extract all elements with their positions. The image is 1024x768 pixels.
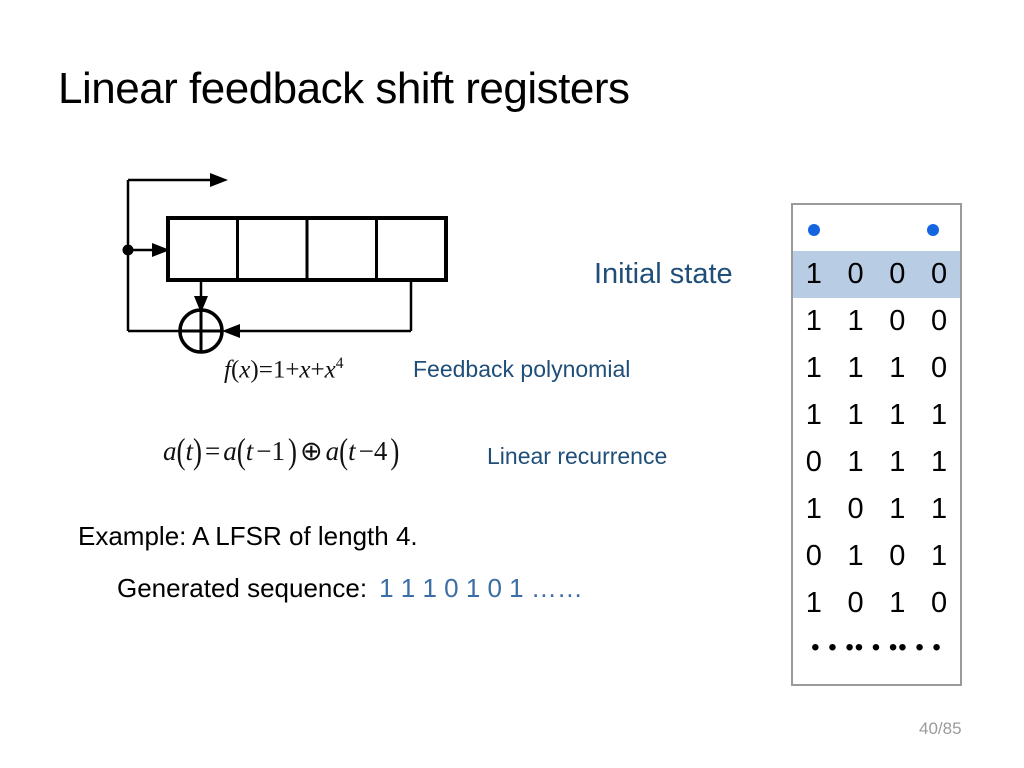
table-row: 1 1 1 0: [793, 345, 960, 392]
tap-marker-dot-col4: [927, 224, 939, 236]
poly-term-x: x: [299, 356, 311, 384]
table-continuation-dots: • • •• • •• • •: [811, 634, 942, 661]
state-cell: 1: [889, 493, 906, 525]
state-cell: 1: [805, 493, 822, 525]
feedback-polynomial-formula: f(x)=1+x+x4: [224, 355, 344, 384]
rec-t3: t: [348, 436, 356, 466]
state-cell: 0: [847, 587, 864, 619]
rec-t1: t: [185, 436, 194, 466]
state-cell: 1: [847, 540, 864, 572]
generated-sequence-line: Generated sequence: 1 1 1 0 1 0 1 ……: [117, 573, 583, 604]
table-row: 1 0 1 1: [793, 486, 960, 533]
state-cell: 0: [847, 258, 864, 290]
state-cell: 1: [805, 258, 822, 290]
table-row: 0 1 0 1: [793, 533, 960, 580]
state-cell: 0: [931, 587, 948, 619]
state-cell: 0: [889, 540, 906, 572]
rec-equals: =: [205, 436, 221, 466]
rec-a1: a: [163, 436, 177, 466]
label-initial-state: Initial state: [594, 258, 733, 290]
label-feedback-polynomial: Feedback polynomial: [413, 356, 631, 382]
state-cell: 1: [931, 446, 948, 478]
rec-xor: ⊕: [300, 436, 323, 466]
state-cell: 0: [805, 540, 822, 572]
lfsr-diagram: [122, 173, 448, 354]
state-cell: 1: [889, 399, 906, 431]
state-cell: 1: [889, 352, 906, 384]
state-cell: 1: [805, 352, 822, 384]
generated-sequence-value: 1 1 1 0 1 0 1 ……: [379, 573, 583, 603]
page-number: 40/85: [919, 719, 962, 738]
state-cell: 1: [931, 493, 948, 525]
state-cell: 1: [847, 446, 864, 478]
rec-minus1: −1: [256, 436, 285, 466]
poly-term-x4: x: [324, 356, 336, 384]
state-cell: 1: [847, 352, 864, 384]
page-title: Linear feedback shift registers: [58, 64, 630, 113]
state-cell: 0: [847, 493, 864, 525]
poly-plus: +: [310, 356, 325, 384]
state-cell: 0: [931, 305, 948, 337]
state-cell: 0: [889, 305, 906, 337]
table-row: 1 0 1 0: [793, 580, 960, 627]
poly-equals: =1+: [258, 356, 300, 384]
rec-minus4: −4: [358, 436, 388, 466]
linear-recurrence-formula: a(t)=a(t−1)⊕a(t−4): [163, 430, 400, 472]
state-cell: 1: [805, 399, 822, 431]
rec-a2: a: [223, 436, 237, 466]
example-text: Example: A LFSR of length 4.: [78, 521, 418, 551]
state-cell: 1: [931, 399, 948, 431]
state-table: 1 0 0 0 1 1 0 0 1 1 1 0 1 1 1 1: [791, 203, 962, 686]
poly-f: f: [224, 356, 231, 384]
state-cell: 0: [931, 352, 948, 384]
poly-var: x: [239, 356, 251, 384]
state-cell: 1: [805, 587, 822, 619]
generated-sequence-label: Generated sequence:: [117, 573, 368, 603]
label-linear-recurrence: Linear recurrence: [487, 443, 668, 469]
state-cell: 1: [847, 305, 864, 337]
state-cell: 1: [847, 399, 864, 431]
state-cell: 1: [931, 540, 948, 572]
poly-close-paren: ): [250, 356, 259, 384]
state-table-marker-row: [793, 205, 960, 251]
table-row: 1 1 1 1: [793, 392, 960, 439]
table-row: 1 1 0 0: [793, 298, 960, 345]
state-cell: 1: [889, 587, 906, 619]
poly-exponent: 4: [335, 355, 344, 372]
state-cell: 1: [889, 446, 906, 478]
state-cell: 1: [805, 305, 822, 337]
state-cell: 0: [805, 446, 822, 478]
state-cell: 0: [931, 258, 948, 290]
tap-marker-dot-col1: [808, 224, 820, 236]
rec-t2: t: [245, 436, 254, 466]
table-row: 0 1 1 1: [793, 439, 960, 486]
rec-a3: a: [325, 436, 340, 466]
table-row: 1 0 0 0: [793, 251, 960, 298]
poly-open-paren: (: [230, 356, 240, 384]
state-cell: 0: [889, 258, 906, 290]
